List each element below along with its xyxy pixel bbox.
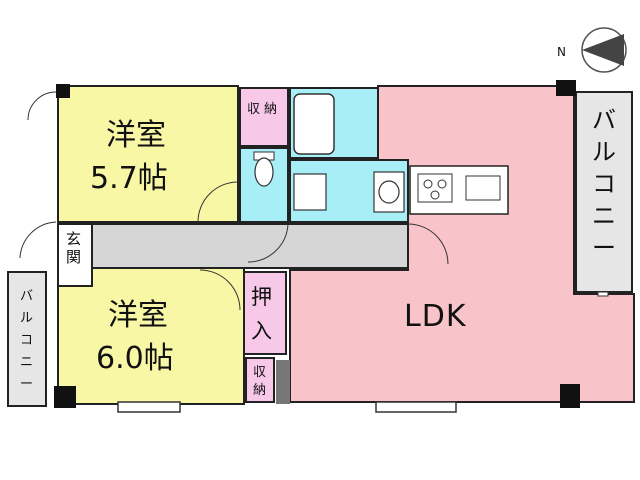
entrance-label-2: 関 [66,248,81,266]
sink-basin-icon [378,180,400,204]
storage-top-label-2: 納 [264,102,277,117]
balcony-right-char: ー [592,234,616,262]
stove-icon [417,173,453,203]
toilet-bowl-icon [254,157,274,187]
room-bedroom-2-name: 洋室 [108,298,168,333]
entrance-area [57,223,93,287]
burner-icon [430,190,440,200]
balcony-right-area [575,91,633,293]
room-bedroom-2-size: 6.0帖 [96,341,174,376]
storage-bottom: 収 納 [245,357,275,403]
wall-post [276,360,290,404]
balcony-right-char: ル [592,138,616,166]
balcony-left-char: バ [20,289,33,304]
balcony-right-char: コ [592,170,616,198]
balcony-left-char: ー [20,377,33,392]
bathroom [289,87,379,159]
closet-area [243,271,287,355]
room-bedroom-1-size: 5.7帖 [90,161,168,196]
balcony-left-char: ル [20,311,33,326]
storage-top-label-1: 収 [247,102,260,117]
burner-icon [423,179,433,189]
door-swing-icon [197,181,239,223]
storage-top-area [239,87,289,147]
window [117,401,181,413]
storage-top: 収 納 [239,87,289,147]
wall-post [54,386,76,408]
storage-bottom-label-1: 収 [253,365,266,380]
door-swing-icon [19,221,57,259]
wall-post [560,384,580,408]
closet-label-1: 押 [251,285,272,309]
entrance: 玄 関 [57,223,93,287]
toilet-room [239,147,289,223]
room-bedroom-1: 洋室 5.7帖 [57,85,239,223]
storage-bottom-label-2: 納 [253,383,266,398]
door-swing-icon [247,223,289,263]
room-bedroom-2: 洋室 6.0帖 [57,267,245,405]
balcony-right-char: バ [592,106,616,134]
bathtub-icon [293,93,335,155]
closet-label-2: 入 [251,319,272,343]
burner-icon [437,179,447,189]
washing-machine-icon [293,173,327,211]
balcony-left-char: ニ [20,355,33,370]
room-ldk-label: LDK [404,299,467,334]
closet: 押 入 [243,271,287,355]
door-swing-icon [199,269,241,311]
balcony-right: バ ル コ ニ ー [575,91,633,293]
wall-post [556,80,576,96]
compass-needle-icon [582,34,624,66]
balcony-right-char: ニ [592,202,616,230]
hallway [57,223,409,269]
washroom [289,159,409,223]
compass-north-label: N [557,45,566,59]
entrance-label-1: 玄 [66,230,81,248]
wall-post [56,84,70,98]
kitchen-counter [409,165,509,215]
door-swing-icon [407,223,449,265]
balcony-left-char: コ [20,333,33,348]
room-bedroom-1-name: 洋室 [106,118,166,153]
compass: N [557,27,627,73]
window [375,401,457,413]
room-bedroom-2-area [57,267,245,405]
door-swing-icon [27,91,57,121]
window [597,291,609,297]
balcony-left: バ ル コ ニ ー [7,271,47,407]
room-bedroom-1-area [57,85,239,223]
balcony-left-area [7,271,47,407]
kitchen-sink-icon [465,175,501,201]
storage-bottom-area [245,357,275,403]
